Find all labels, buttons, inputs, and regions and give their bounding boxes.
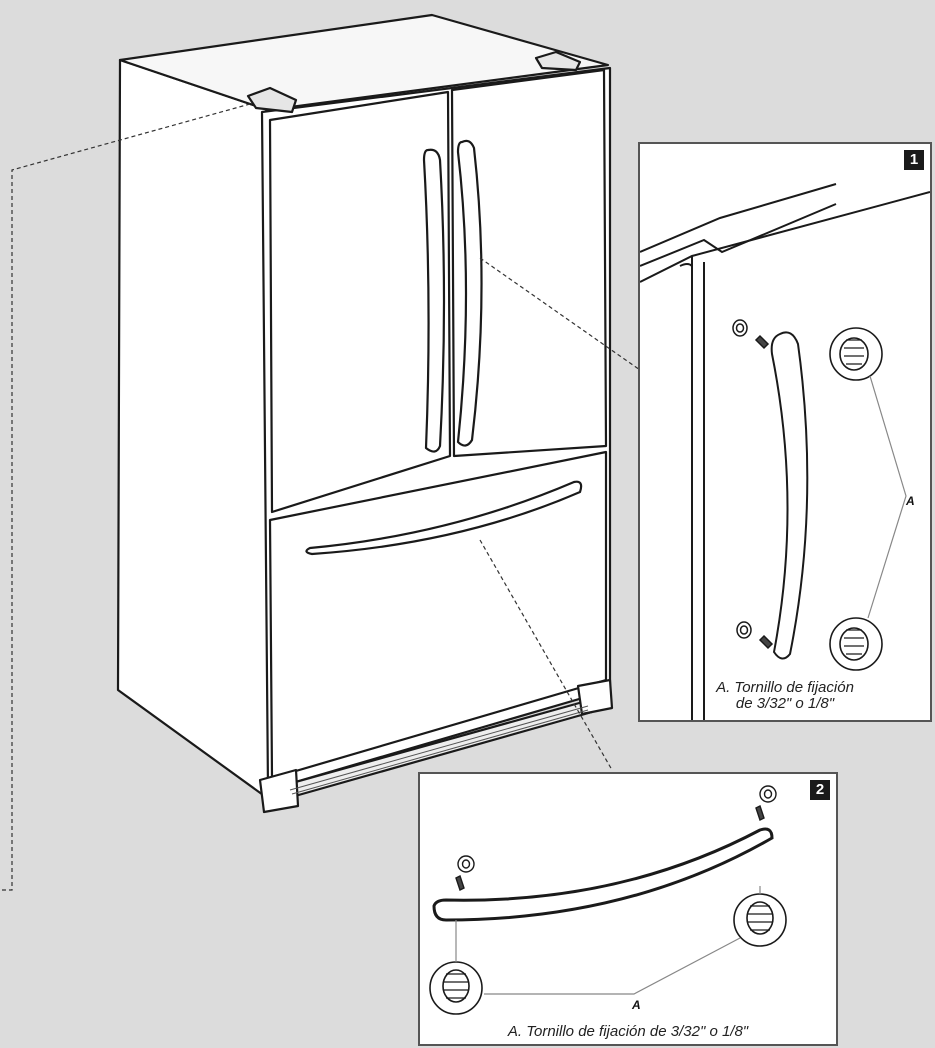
foot-right [576,678,614,716]
caption-line-2: de 3/32" o 1/8" [735,695,835,712]
leader-panel2 [479,539,613,771]
detail-panel-2: 2 A A. Tornillo de fijación de 3/32" o 1… [418,772,838,1046]
detail-panel-1: 1 A A. Tornillo de fijación de 3/32" o 1… [638,142,932,722]
right-door-handle [456,139,483,447]
hinge-cover-right [534,50,582,72]
panel-2-illustration [429,785,787,1015]
magnified-screw-bottom-1 [829,617,883,671]
callout-letter-a-2: A [632,998,641,1012]
magnified-screw-left-2 [429,961,483,1015]
screw-bottom-1 [736,621,774,650]
screw-left-2 [455,855,475,891]
panel-2-caption: A. Tornillo de fijación de 3/32" o 1/8" [507,1023,749,1040]
screw-right-2 [755,785,777,821]
handle-2 [432,827,774,922]
left-door-handle [422,148,446,453]
leader-panel1 [479,257,641,371]
screw-top-1 [732,319,770,350]
step-badge-1: 1 [904,150,924,170]
step-badge-2: 2 [810,780,830,800]
panel-1-illustration [640,183,930,720]
magnified-screw-top-1 [829,327,883,381]
hinge-cover-left [246,86,298,114]
caption-line-1: A. Tornillo de fijación [716,679,854,696]
handle-1 [770,331,809,660]
drawer-handle [305,480,583,556]
cabinet-top [118,13,610,112]
magnified-screw-right-2 [733,893,787,947]
right-door [450,68,608,458]
left-door [268,90,452,514]
panel-1-caption: A. Tornillo de fijación de 3/32" o 1/8" [640,680,930,712]
callout-letter-a-1: A [906,494,915,508]
cabinet-side [116,58,272,802]
foot-left [258,768,300,814]
